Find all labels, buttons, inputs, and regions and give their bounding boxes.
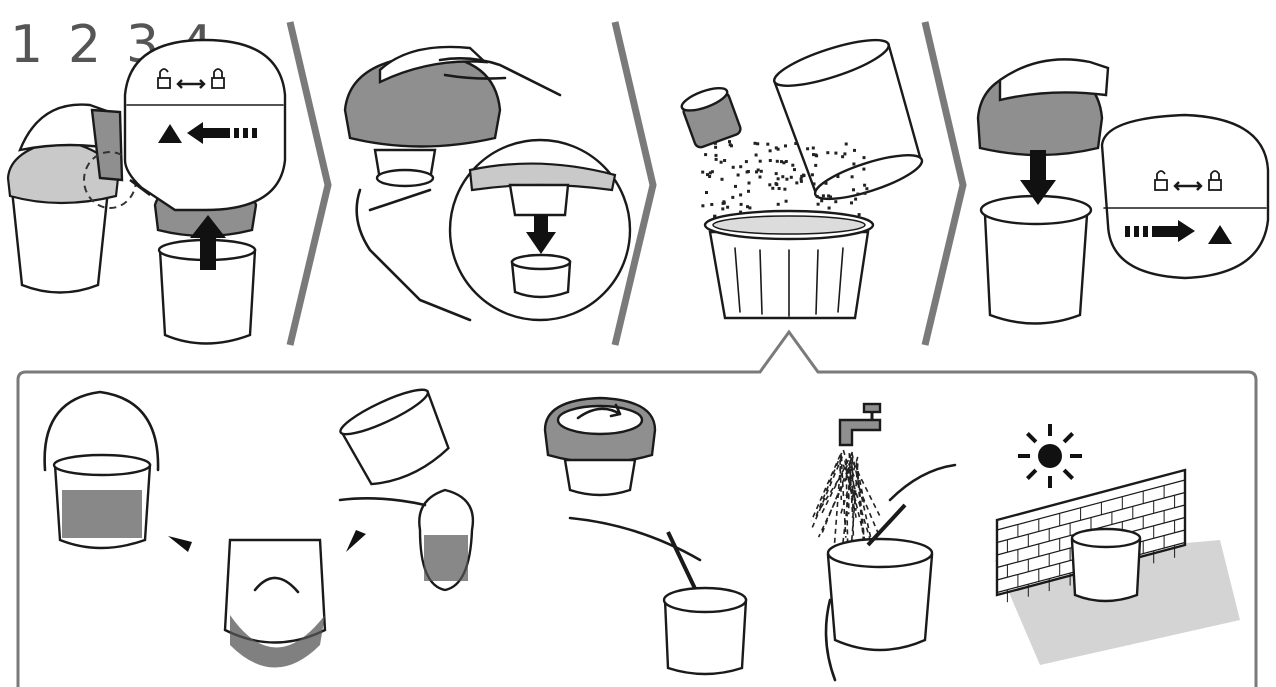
panel-shake-filter <box>43 388 475 668</box>
step-1-zoom-bubble <box>123 38 287 212</box>
step-4-reattach-container <box>976 58 1270 325</box>
step-4-zoom-bubble <box>1100 113 1270 280</box>
sun-icon <box>1018 424 1082 488</box>
twist-right-arrow <box>1152 220 1195 242</box>
unlock-icon <box>157 68 171 89</box>
detail-panel-frame <box>16 329 1258 687</box>
lock-icon <box>211 68 225 89</box>
step-separators <box>286 21 967 346</box>
filter-piece <box>680 86 742 149</box>
alignment-triangle-step-4 <box>1208 225 1232 244</box>
step-2-zoom-bubble <box>448 138 632 322</box>
lift-up-arrow <box>190 215 226 270</box>
double-arrow-icon <box>176 79 206 89</box>
faucet-icon <box>838 402 882 447</box>
separator-3 <box>921 21 967 346</box>
lock-icon-step-4 <box>1208 170 1222 191</box>
panel-dry-in-shade <box>995 424 1240 665</box>
step-2-remove-filter <box>343 45 632 322</box>
step-number-2: 2 <box>68 15 101 75</box>
assembled-unit <box>6 103 137 294</box>
arrow-down-right <box>168 536 192 552</box>
tilted-container <box>772 38 924 201</box>
push-down-arrow <box>1020 150 1056 205</box>
double-arrow-icon-step-4 <box>1173 181 1203 191</box>
step-1-remove-container <box>6 38 287 345</box>
step-number-1: 1 <box>10 15 43 75</box>
panel-rinse-filter <box>810 402 957 682</box>
step-3-empty-dust <box>680 38 924 320</box>
arrow-up-right <box>346 530 366 552</box>
trash-can <box>703 209 875 320</box>
turn-over-arrow <box>253 576 300 594</box>
panel-brush-filter <box>543 396 748 676</box>
pull-down-arrow <box>526 215 556 254</box>
alignment-triangle <box>158 124 182 143</box>
separator-2 <box>611 21 657 346</box>
twist-left-arrow <box>187 122 230 144</box>
unlock-icon-step-4 <box>1154 170 1168 191</box>
separator-1 <box>286 21 332 346</box>
rotate-icon <box>576 403 622 420</box>
